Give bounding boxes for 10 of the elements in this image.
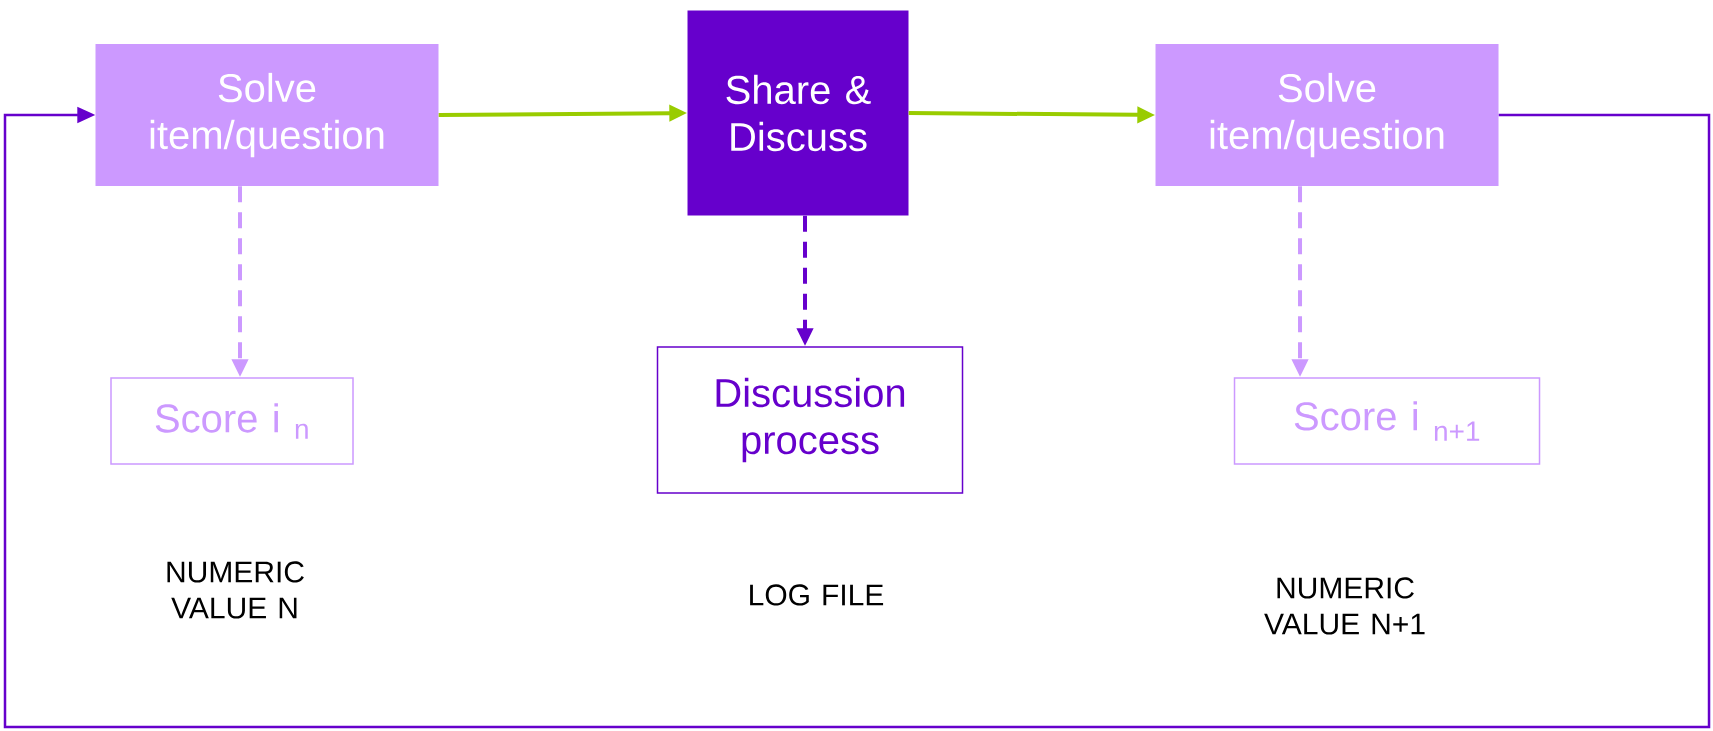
process-box: Solve item/question: [95, 44, 439, 186]
process-box: Solve item/question: [1155, 44, 1499, 186]
caption-text: NUMERIC VALUE N: [167, 561, 304, 619]
caption-text: NUMERIC VALUE N+1: [1264, 577, 1425, 635]
process-box: Share & Discuss: [687, 10, 909, 216]
output-box: Score i $_{n}$: [110, 377, 354, 465]
output-box: Score i $_{n+1}$: [1233, 377, 1541, 465]
output-box: Discussion process: [656, 346, 964, 494]
caption-text: LOG FILE: [750, 584, 884, 606]
arrow: [3, 106, 1711, 729]
